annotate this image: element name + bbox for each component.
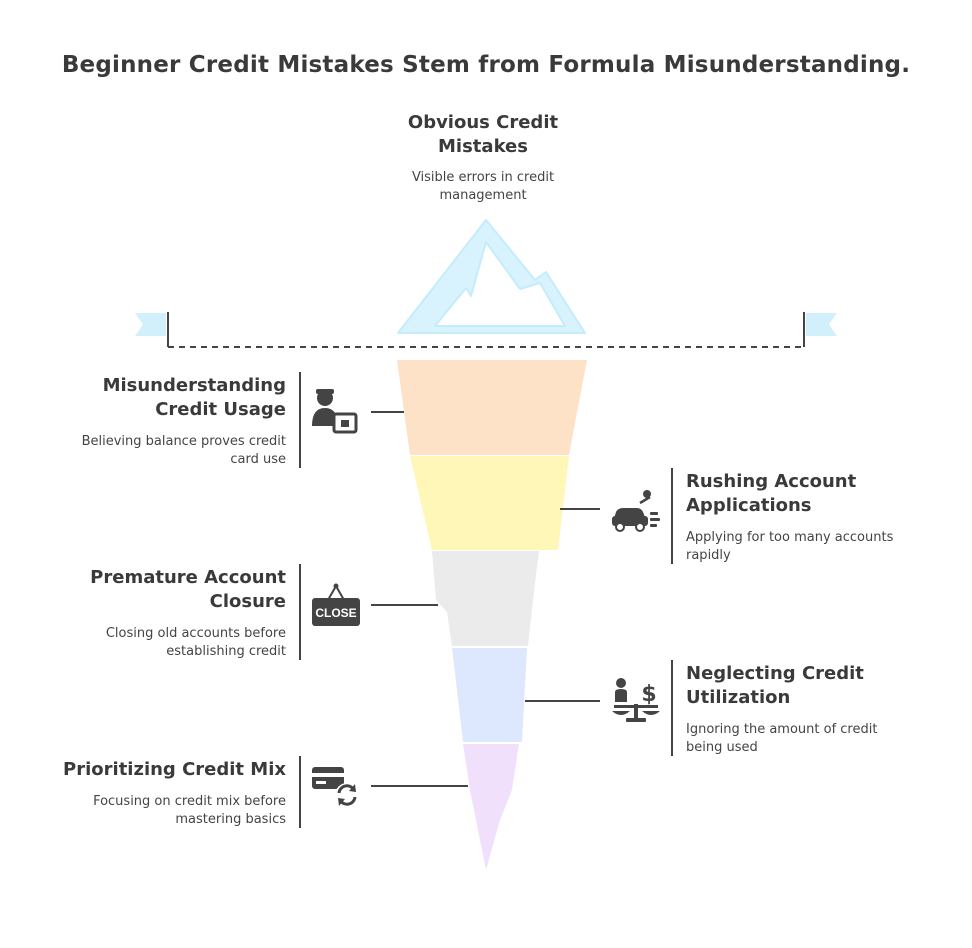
- card-refresh-icon: [312, 767, 359, 807]
- layer-5-desc-line1: Focusing on credit mix before: [93, 794, 286, 809]
- layer-3-desc-line1: Closing old accounts before: [105, 626, 286, 641]
- speeding-car-icon: [612, 490, 660, 532]
- person-with-lock-icon: [312, 389, 358, 434]
- tip-label: Obvious Credit Mistakes: [376, 111, 590, 159]
- layer-5-label-line1: Prioritizing Credit Mix: [63, 759, 286, 780]
- layer-1-label-line1: Misunderstanding: [102, 375, 286, 396]
- tip-label-line1: Obvious Credit: [407, 112, 559, 133]
- layer-2-desc-line1: Applying for too many accounts: [686, 530, 894, 545]
- layer-1-label: Misunderstanding Credit Usage: [46, 374, 286, 422]
- layer-5-description: Focusing on credit mix before mastering …: [46, 793, 286, 829]
- waterline-flag-left: [135, 313, 166, 336]
- layer-2-label-line2: Applications: [686, 495, 812, 516]
- layer-2-label: Rushing Account Applications: [686, 470, 936, 518]
- layer-1-desc-line2: card use: [230, 452, 286, 467]
- layer-2-desc-line2: rapidly: [686, 548, 731, 563]
- layer-3-label: Premature Account Closure: [46, 566, 286, 614]
- layer-5-band: [463, 744, 519, 870]
- layer-5-desc-line2: mastering basics: [175, 812, 286, 827]
- layer-4-label: Neglecting Credit Utilization: [686, 662, 936, 710]
- layer-4-desc-line1: Ignoring the amount of credit: [686, 722, 878, 737]
- tip-label-line2: Mistakes: [438, 136, 528, 157]
- layer-3-desc-line2: establishing credit: [166, 644, 286, 659]
- balance-scale-dollar-icon: $: [612, 678, 660, 722]
- layer-1-desc-line1: Believing balance proves credit: [81, 434, 286, 449]
- layer-3-description: Closing old accounts before establishing…: [46, 625, 286, 661]
- layer-1-band: [397, 360, 587, 455]
- page-title: Beginner Credit Mistakes Stem from Formu…: [61, 52, 911, 78]
- layer-1-label-line2: Credit Usage: [155, 399, 286, 420]
- iceberg-tip-icon: [397, 219, 586, 334]
- layer-2-label-line1: Rushing Account: [686, 471, 857, 492]
- layer-4-desc-line2: being used: [686, 740, 758, 755]
- close-sign-text: CLOSE: [315, 606, 356, 620]
- layer-5-label: Prioritizing Credit Mix: [26, 758, 286, 782]
- layer-2-band: [410, 456, 569, 550]
- layer-4-description: Ignoring the amount of credit being used: [686, 721, 936, 757]
- layer-3-band: [432, 551, 539, 646]
- tip-desc-line1: Visible errors in credit: [411, 170, 555, 185]
- layer-4-label-line2: Utilization: [686, 687, 791, 708]
- layer-2-description: Applying for too many accounts rapidly: [686, 529, 936, 565]
- tip-description: Visible errors in credit management: [376, 169, 590, 205]
- waterline-flag-right: [806, 313, 837, 336]
- layer-4-band: [452, 648, 527, 742]
- layer-4-label-line1: Neglecting Credit: [686, 663, 864, 684]
- close-sign-icon: CLOSE: [312, 583, 360, 626]
- layer-1-description: Believing balance proves credit card use: [46, 433, 286, 469]
- svg-text:$: $: [641, 682, 656, 707]
- layer-3-label-line2: Closure: [209, 591, 286, 612]
- tip-desc-line2: management: [439, 188, 527, 203]
- layer-3-label-line1: Premature Account: [90, 567, 286, 588]
